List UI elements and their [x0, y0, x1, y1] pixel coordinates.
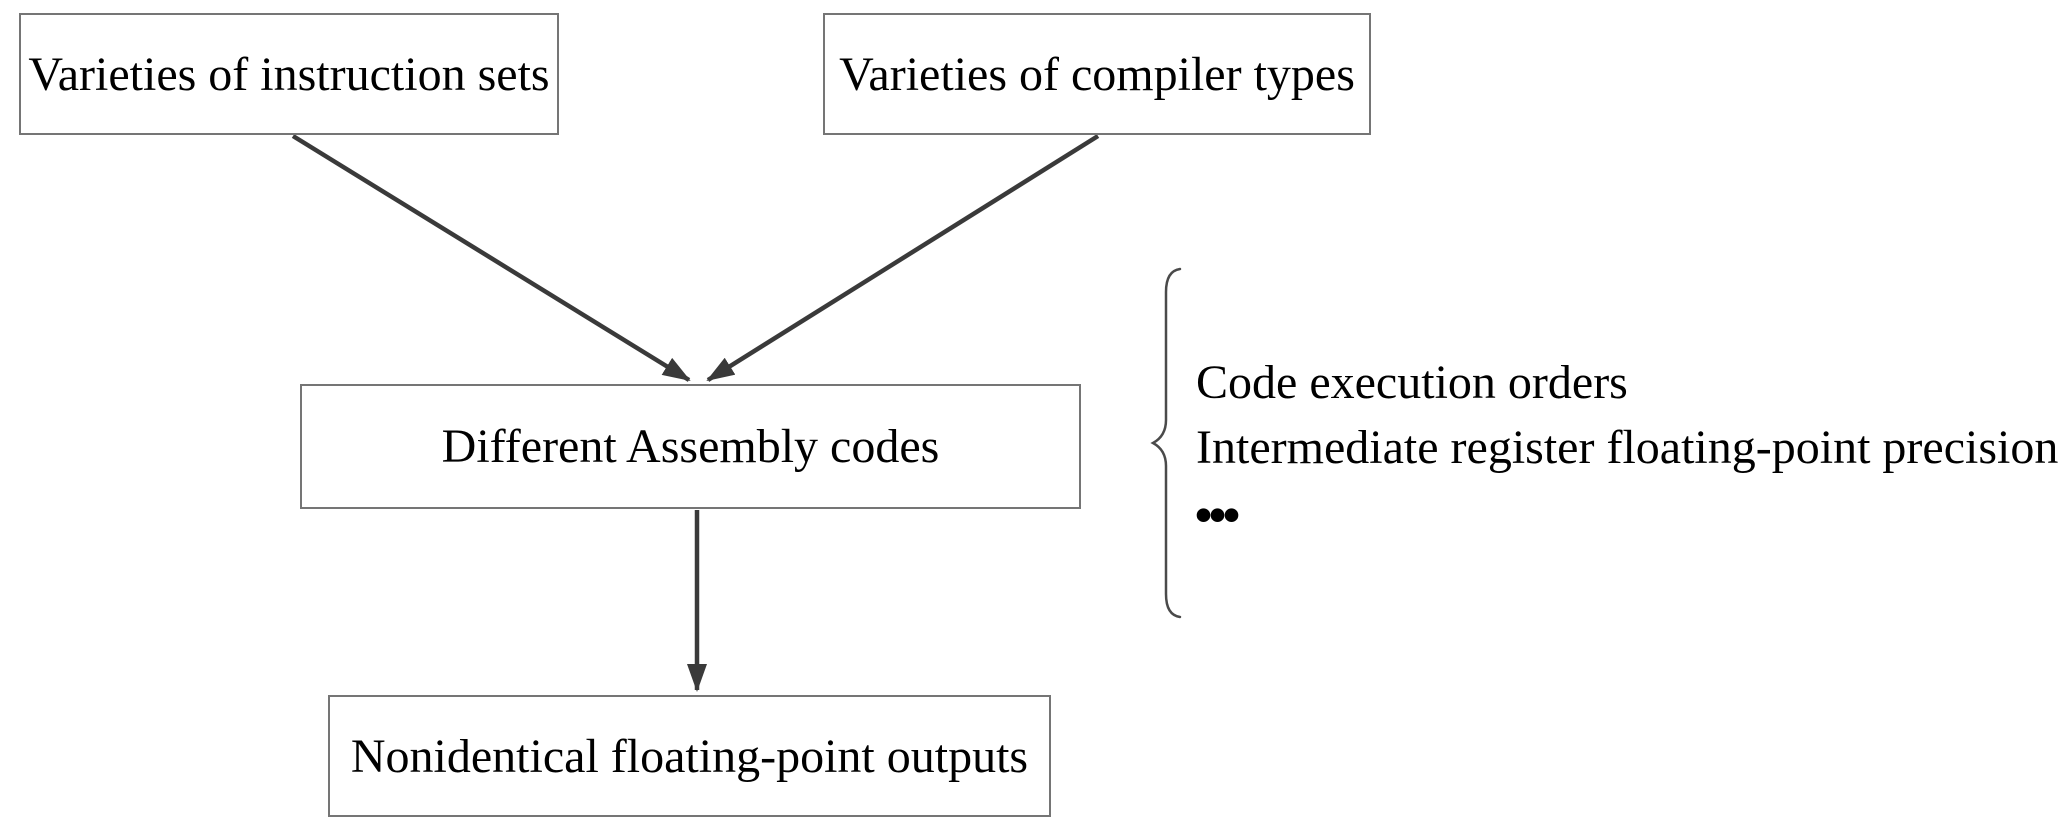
node-assembly-codes: Different Assembly codes [300, 384, 1081, 509]
node-label: Nonidentical floating-point outputs [350, 729, 1029, 783]
node-fp-outputs: Nonidentical floating-point outputs [328, 695, 1051, 817]
annotation-line-code-execution-orders: Code execution orders [1196, 356, 1628, 409]
node-label: Different Assembly codes [441, 420, 940, 473]
arrow-instruction-sets-to-assembly [291, 134, 691, 382]
node-instruction-sets: Varieties of instruction sets [19, 13, 559, 135]
left-curly-brace [1150, 267, 1182, 619]
annotation-line-register-precision: Intermediate register floating-point pre… [1196, 421, 2059, 474]
node-label: Varieties of compiler types [839, 47, 1355, 101]
arrow-compiler-types-to-assembly [706, 134, 1100, 382]
annotation-line-ellipsis: ... [1193, 447, 1242, 540]
node-compiler-types: Varieties of compiler types [823, 13, 1371, 135]
node-label: Varieties of instruction sets [28, 47, 550, 101]
